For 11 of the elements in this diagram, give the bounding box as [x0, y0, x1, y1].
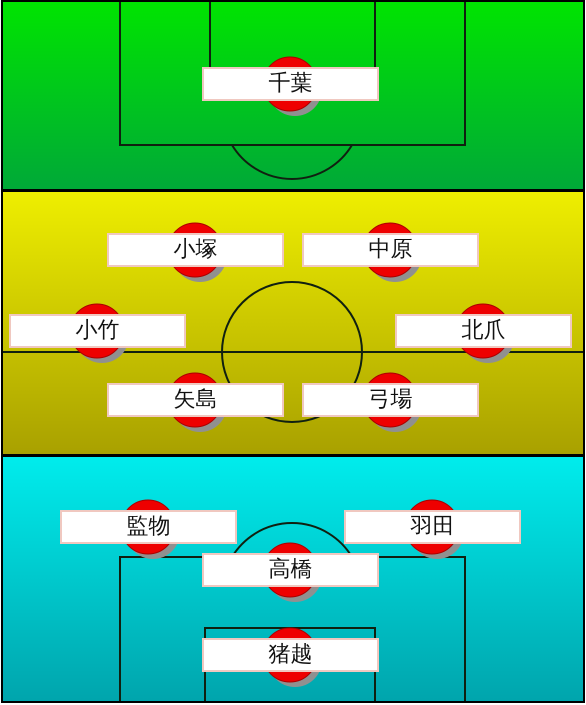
name-box: 高橋 — [202, 553, 379, 587]
name-box: 弓場 — [302, 383, 479, 417]
name-box: 小竹 — [9, 314, 186, 348]
name-box: 猪越 — [202, 638, 379, 672]
name-box: 千葉 — [202, 67, 379, 101]
name-box: 北爪 — [395, 314, 572, 348]
name-box: 監物 — [60, 510, 237, 544]
name-box: 中原 — [302, 233, 479, 267]
name-box: 矢島 — [107, 383, 284, 417]
name-box: 羽田 — [344, 510, 521, 544]
name-box: 小塚 — [107, 233, 284, 267]
